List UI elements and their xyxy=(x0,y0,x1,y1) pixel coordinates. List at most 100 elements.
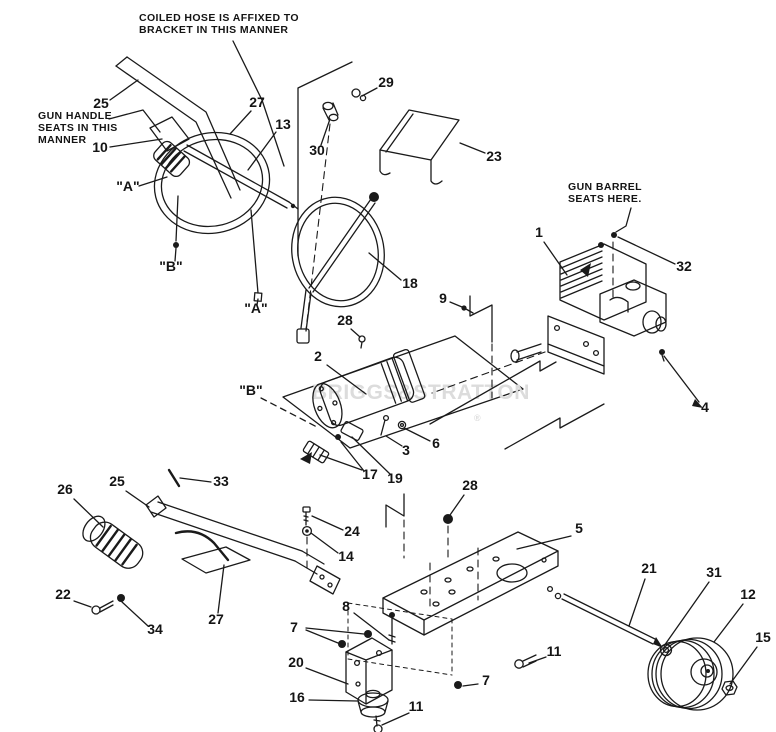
callout-label: 10 xyxy=(92,139,108,155)
callout-27-bottom: 27 xyxy=(208,564,225,627)
callout-b-pump: "B" xyxy=(239,382,318,428)
bolt-7-part xyxy=(338,640,346,648)
leader-line xyxy=(247,131,277,171)
leader-line xyxy=(459,142,486,154)
bolt-3-part xyxy=(380,419,386,436)
callout-a-gun: "A" xyxy=(116,176,168,194)
leader-line xyxy=(713,603,744,643)
leader-line xyxy=(138,176,168,187)
callout-label: 21 xyxy=(641,560,657,576)
callout-16: 16 xyxy=(289,689,358,705)
callout-label: 2 xyxy=(314,348,322,364)
leader-line xyxy=(311,515,344,531)
leader-line xyxy=(109,79,139,101)
callout-label: 11 xyxy=(409,698,424,714)
callout-label: 28 xyxy=(337,312,353,328)
callout-17: 17 xyxy=(319,441,378,482)
plug-30-part xyxy=(322,101,334,111)
leader-line xyxy=(121,601,149,627)
callout-28-pump: 28 xyxy=(337,312,361,338)
callout-32: 32 xyxy=(617,236,692,274)
callout-label: 18 xyxy=(402,275,418,291)
callout-label: 22 xyxy=(55,586,71,602)
leader-line xyxy=(462,683,479,687)
callout-25-bottom: 25 xyxy=(109,473,150,508)
callout-label: 24 xyxy=(344,523,360,539)
callout-label: 14 xyxy=(338,548,354,564)
callout-label: 16 xyxy=(289,689,305,705)
callout-label: 23 xyxy=(486,148,502,164)
gun-lance-part xyxy=(183,144,290,209)
callout-label: 19 xyxy=(387,470,403,486)
break-marks-and-guides xyxy=(385,232,617,559)
callout-20: 20 xyxy=(288,654,349,685)
handle-top-illustration xyxy=(115,56,241,199)
callout-label: 26 xyxy=(57,481,73,497)
gun-body-part xyxy=(149,116,190,152)
callout-label: 27 xyxy=(208,611,224,627)
screw-24-part xyxy=(302,506,311,513)
leader-line xyxy=(73,498,104,528)
callout-28-plate: 28 xyxy=(449,477,478,516)
leader-line xyxy=(256,298,259,306)
gun-grip-10-part xyxy=(153,140,191,178)
callout-13: 13 xyxy=(247,116,291,171)
callout-33: 33 xyxy=(179,473,229,489)
note-leader-line xyxy=(232,40,285,167)
bolt-11-part xyxy=(373,715,381,727)
leader-line xyxy=(361,87,378,97)
base-plate-illustration xyxy=(338,514,559,689)
leader-line xyxy=(449,301,463,308)
pin-33-part xyxy=(167,468,181,488)
leader-line xyxy=(543,241,568,276)
callout-27-top: 27 xyxy=(229,94,265,135)
callout-8: 8 xyxy=(342,598,390,641)
nut-34-part xyxy=(117,594,125,602)
leader-line xyxy=(381,712,410,726)
engine-illustration xyxy=(510,242,703,408)
leader-line xyxy=(305,627,365,635)
callout-b-wand: "B" xyxy=(159,247,183,274)
callout-label: 5 xyxy=(575,520,583,536)
callout-10: 10 xyxy=(92,138,163,155)
watermark-registered-mark: ® xyxy=(474,413,481,423)
callout-a-wand: "A" xyxy=(244,298,268,316)
callout-label: 25 xyxy=(109,473,125,489)
leader-line xyxy=(310,532,339,554)
leader-line xyxy=(125,490,150,508)
leader-line xyxy=(229,110,252,135)
fitting-19-part xyxy=(340,421,364,441)
leader-line xyxy=(663,355,700,403)
callout-label: 29 xyxy=(378,74,394,90)
callout-6: 6 xyxy=(403,427,440,451)
spray-gun-illustration xyxy=(149,116,299,302)
bolt-7-part xyxy=(364,630,372,638)
gun-hose-13-part xyxy=(153,131,271,235)
handle-frame-illustration xyxy=(82,468,341,615)
leader-line xyxy=(308,699,358,702)
leader-line xyxy=(516,535,572,550)
callout-label: 1 xyxy=(535,224,543,240)
callout-21: 21 xyxy=(628,560,657,627)
leader-line xyxy=(368,252,402,281)
callout-29: 29 xyxy=(361,74,394,97)
callout-4: 4 xyxy=(663,355,709,415)
leader-line xyxy=(174,247,177,262)
seat-32-part xyxy=(611,232,617,238)
leader-line xyxy=(109,138,163,148)
screw-4-part xyxy=(659,349,665,355)
callout-23: 23 xyxy=(459,142,502,164)
callout-34: 34 xyxy=(121,601,163,637)
callout-9: 9 xyxy=(439,290,463,308)
wand-a-part xyxy=(250,209,259,294)
callout-label: 28 xyxy=(462,477,478,493)
wheel-12-part xyxy=(660,637,734,711)
leader-line xyxy=(320,118,331,146)
washer-6-part xyxy=(397,420,407,430)
callout-19: 19 xyxy=(351,436,403,486)
callout-label: 31 xyxy=(706,564,722,580)
leader-line xyxy=(729,646,758,685)
fitting-17-part xyxy=(302,440,330,464)
